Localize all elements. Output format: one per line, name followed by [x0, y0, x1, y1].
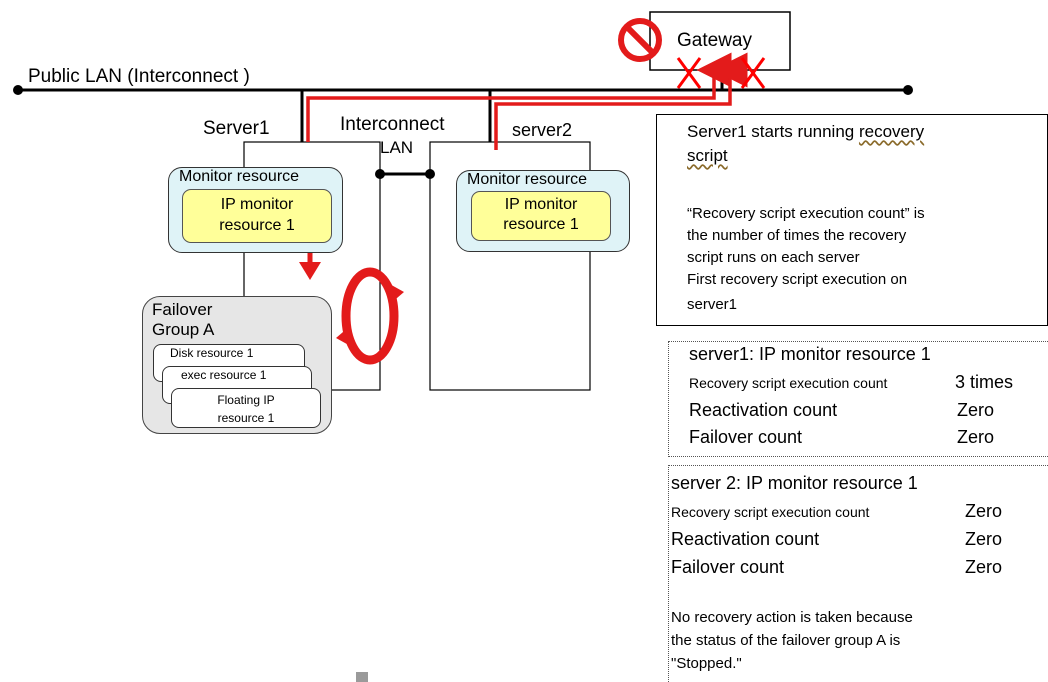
- recovery-info-box: Server1 starts running recovery script “…: [656, 114, 1048, 326]
- info-line3: script runs on each server: [687, 249, 860, 266]
- interconnect-label-line1: Interconnect: [340, 114, 445, 135]
- server2-frame: [429, 141, 591, 391]
- server1-failover-label: Failover count: [689, 427, 803, 447]
- server2-reactivation-label: Reactivation count: [671, 529, 820, 549]
- server2-note-line2: the status of the failover group A is: [671, 632, 901, 649]
- floating-ip-resource: Floating IP resource 1: [171, 388, 321, 428]
- interconnect-node-left: [375, 169, 385, 179]
- info-line4: First recovery script execution on: [687, 271, 908, 288]
- failover-group-title-line1: Failover: [152, 300, 213, 319]
- server2-recovery-label: Recovery script execution count: [671, 504, 870, 520]
- circular-arrows-icon: [336, 267, 404, 365]
- server1-status-title: server1: IP monitor resource 1: [689, 344, 931, 364]
- ip-monitor-line2: resource 1: [503, 216, 579, 233]
- info-line2: the number of times the recovery: [687, 227, 907, 244]
- ip-monitor-resource: IP monitor resource 1: [182, 189, 332, 243]
- public-lan-end-right: [903, 85, 913, 95]
- monitor-resource-title: Monitor resource: [179, 168, 300, 185]
- server1-failover-value: Zero: [957, 427, 995, 447]
- cross-mark-icon: [676, 57, 702, 89]
- server2-note-line1: No recovery action is taken because: [671, 609, 913, 626]
- public-lan-label: Public LAN (Interconnect ): [28, 66, 250, 87]
- gray-square-mark: [356, 672, 368, 682]
- monitor-resource-title: Monitor resource: [467, 171, 588, 188]
- server2-reactivation-value: Zero: [965, 529, 1003, 549]
- server1-reactivation-value: Zero: [957, 400, 995, 420]
- cross-mark-icon: [740, 57, 766, 89]
- ip-monitor-resource: IP monitor resource 1: [471, 191, 611, 241]
- info-line5: server1: [687, 296, 738, 313]
- server1-reactivation-label: Reactivation count: [689, 400, 838, 420]
- failover-group-title-line2: Group A: [152, 320, 215, 339]
- ip-monitor-line2: resource 1: [219, 217, 295, 234]
- interconnect-label-line2: LAN: [380, 138, 414, 157]
- server2-status-box: server 2: IP monitor resource 1 Recovery…: [668, 465, 1048, 682]
- prohibited-icon: [618, 18, 662, 62]
- ip-monitor-line1: IP monitor: [220, 196, 294, 213]
- server2-label: server2: [512, 120, 573, 140]
- server2-recovery-value: Zero: [965, 501, 1003, 521]
- info-line1: “Recovery script execution count” is: [687, 205, 925, 222]
- server1-status-box: server1: IP monitor resource 1 Recovery …: [668, 341, 1048, 457]
- info-title: Server1 starts running recovery: [687, 122, 925, 141]
- server1-monitor-resource: Monitor resource IP monitor resource 1: [168, 167, 343, 253]
- info-title-cont: script: [687, 146, 728, 165]
- server1-recovery-value: 3 times: [955, 372, 1014, 392]
- server1-label: Server1: [203, 118, 270, 139]
- ip-monitor-line1: IP monitor: [504, 196, 578, 213]
- interconnect-node-right: [425, 169, 435, 179]
- server1-recovery-label: Recovery script execution count: [689, 375, 888, 391]
- public-lan-end-left: [13, 85, 23, 95]
- server2-status-title: server 2: IP monitor resource 1: [671, 473, 918, 493]
- server2-monitor-resource: Monitor resource IP monitor resource 1: [456, 170, 630, 252]
- server2-heartbeat-path: [494, 52, 748, 150]
- server2-note-line3: "Stopped.": [671, 655, 742, 672]
- gateway-label: Gateway: [677, 30, 752, 51]
- server2-failover-label: Failover count: [671, 557, 785, 577]
- server2-failover-value: Zero: [965, 557, 1003, 577]
